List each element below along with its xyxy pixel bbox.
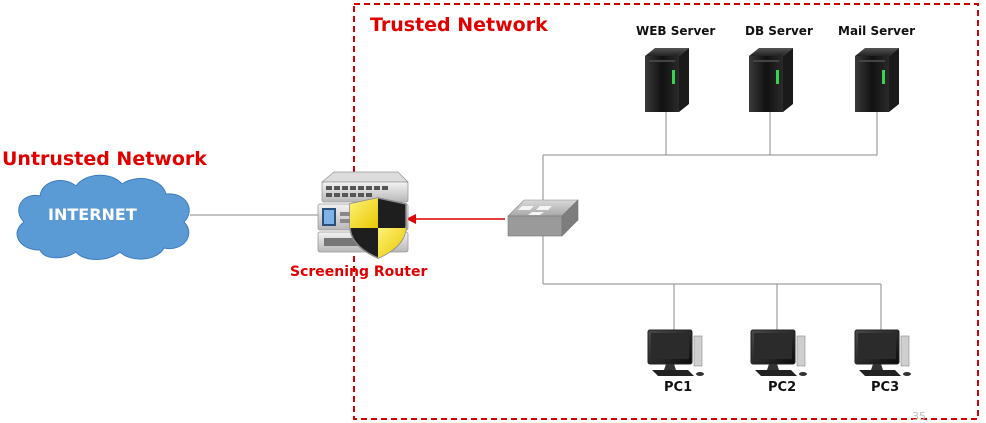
server-tower-icon bbox=[645, 48, 899, 112]
mail-server-label: Mail Server bbox=[838, 24, 916, 38]
page-number: 35 bbox=[912, 410, 926, 423]
pc1-label: PC1 bbox=[664, 380, 693, 395]
cloud-icon bbox=[16, 174, 190, 260]
pc3-label: PC3 bbox=[871, 380, 900, 395]
desktop-pc-icon bbox=[647, 329, 911, 376]
internet-label: INTERNET bbox=[48, 205, 137, 224]
db-server-label: DB Server bbox=[745, 24, 813, 38]
screening-router-label: Screening Router bbox=[290, 264, 428, 280]
network-switch-icon bbox=[507, 199, 579, 237]
web-server-label: WEB Server bbox=[636, 24, 716, 38]
pc2-label: PC2 bbox=[768, 380, 797, 395]
connection-lines bbox=[190, 110, 882, 334]
untrusted-network-label: Untrusted Network bbox=[2, 148, 207, 170]
trusted-network-label: Trusted Network bbox=[370, 14, 548, 36]
shield-icon bbox=[349, 197, 407, 259]
traffic-arrow bbox=[406, 214, 505, 224]
